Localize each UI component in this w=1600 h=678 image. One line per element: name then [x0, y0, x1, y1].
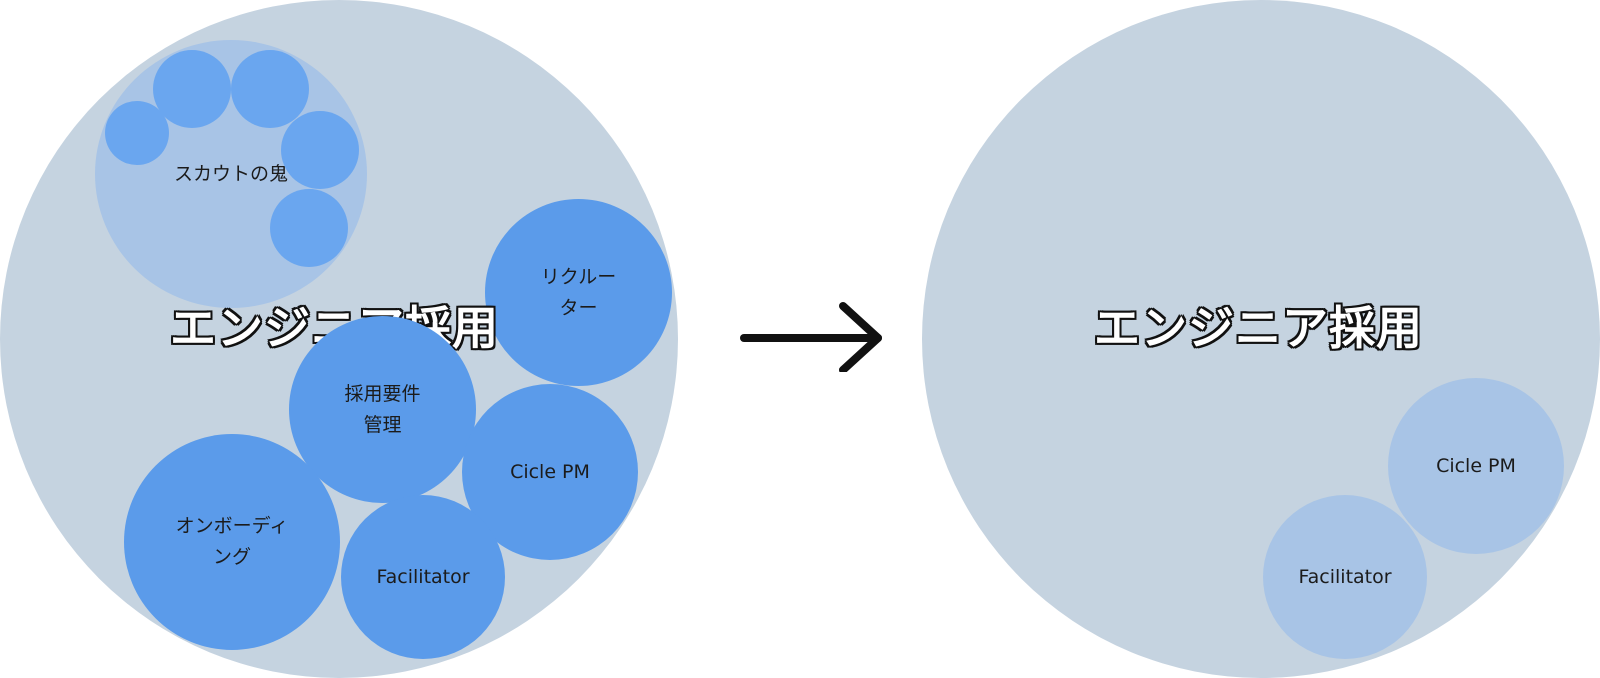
onboarding-bubble: オンボーディ ング — [124, 434, 340, 650]
right-outer-circle — [922, 0, 1600, 678]
right-title: エンジニア採用 — [1094, 301, 1423, 355]
onboarding-label: オンボーディ ング — [175, 515, 289, 568]
scout-sub-bubble-1 — [105, 101, 169, 165]
cicle-pm-bubble-left: Cicle PM — [462, 384, 638, 560]
facilitator-label-left: Facilitator — [376, 565, 470, 588]
facilitator-label-right: Facilitator — [1298, 565, 1392, 588]
recruiter-bubble: リクルー ター — [485, 199, 672, 386]
cicle-pm-bubble-right: Cicle PM — [1388, 378, 1564, 554]
facilitator-bubble-left: Facilitator — [341, 495, 505, 659]
scout-sub-bubble-5 — [270, 189, 348, 267]
recruiter-label: リクルー ター — [540, 265, 617, 319]
requirements-label: 採用要件 管理 — [344, 382, 421, 436]
scout-group-label: スカウトの鬼 — [173, 162, 288, 185]
scout-sub-bubble-3 — [231, 50, 309, 128]
cicle-pm-label-left: Cicle PM — [510, 460, 590, 483]
requirements-bubble: 採用要件 管理 — [289, 316, 476, 503]
right-arrow-icon — [740, 302, 882, 372]
scout-sub-bubble-4 — [281, 111, 359, 189]
facilitator-bubble-right: Facilitator — [1263, 495, 1427, 659]
scout-sub-bubble-2 — [153, 50, 231, 128]
cicle-pm-label-right: Cicle PM — [1436, 454, 1516, 477]
